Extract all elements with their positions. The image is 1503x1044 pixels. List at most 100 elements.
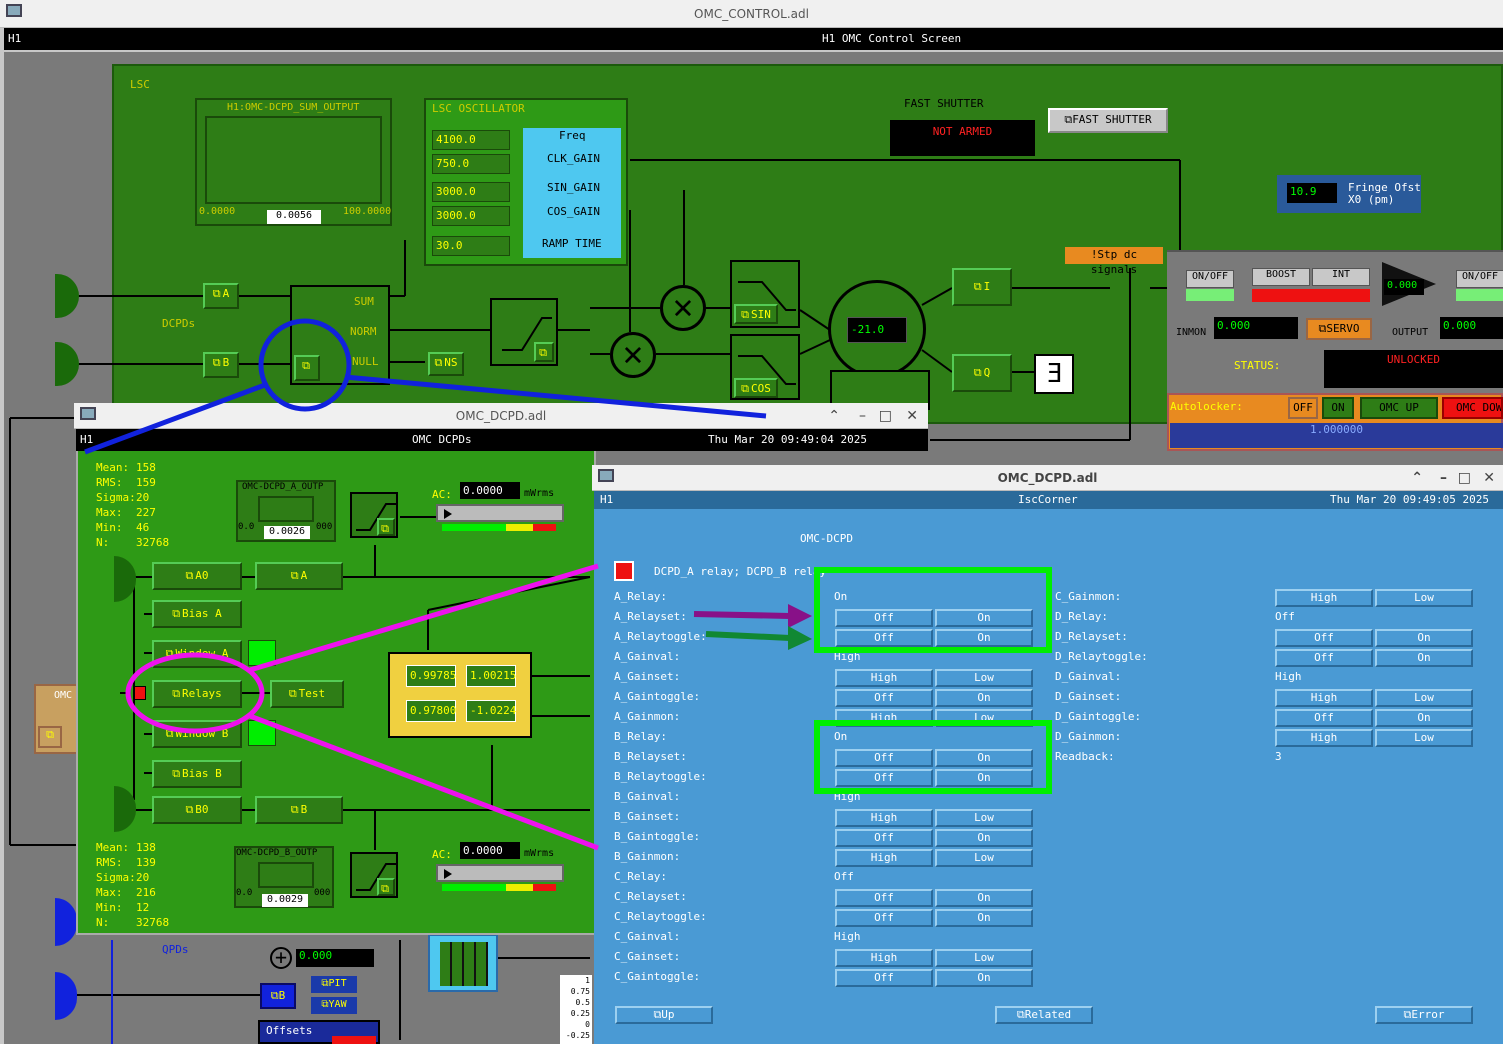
maximize-icon[interactable]: □ <box>878 408 892 424</box>
relay-row-button[interactable]: On <box>935 829 1033 847</box>
pit-button[interactable]: ⧉PIT <box>311 976 357 993</box>
test-button[interactable]: Test <box>270 680 344 708</box>
fast-shutter-button[interactable]: ⧉FAST SHUTTER <box>1048 108 1168 133</box>
minimize-icon[interactable]: – <box>859 408 866 424</box>
main-window-titlebar[interactable]: OMC_CONTROL.adl <box>0 0 1503 28</box>
osc-cosgain-input[interactable]: 3000.0 <box>432 206 510 226</box>
relay-row-button[interactable]: On <box>935 689 1033 707</box>
relay-row-button[interactable]: Off <box>835 749 933 767</box>
a-button[interactable]: A <box>255 562 343 590</box>
relay-row-button[interactable]: Low <box>935 849 1033 867</box>
related-button[interactable]: ⧉Related <box>995 1006 1093 1024</box>
boost-button[interactable]: BOOST <box>1252 268 1310 286</box>
relay-row-button[interactable]: Off <box>835 829 933 847</box>
a0-button[interactable]: A0 <box>152 562 242 590</box>
relay-row-button[interactable]: On <box>935 969 1033 987</box>
window-a-button[interactable]: Window A <box>152 640 242 668</box>
matrix-cell-22[interactable]: -1.0224 <box>466 700 516 722</box>
close-icon[interactable]: ✕ <box>1483 470 1495 486</box>
sin-button[interactable]: SIN <box>734 304 778 324</box>
q-button[interactable]: Q <box>952 354 1012 392</box>
relay-row-button[interactable]: On <box>935 889 1033 907</box>
ac-slider-b[interactable] <box>436 864 564 882</box>
relay-row-button[interactable]: Low <box>935 809 1033 827</box>
relay-row-button[interactable]: Off <box>835 629 933 647</box>
matrix-cell-12[interactable]: 1.00215 <box>466 665 516 687</box>
relay-row-button[interactable]: On <box>935 769 1033 787</box>
relay-row-button[interactable]: Off <box>835 909 933 927</box>
relays-button[interactable]: Relays <box>152 680 242 708</box>
fringe-offset-input[interactable]: 10.9 <box>1287 183 1337 203</box>
relay-row-button[interactable]: Low <box>1375 589 1473 607</box>
servo-button[interactable]: ⧉SERVO <box>1306 318 1372 340</box>
omc-drum-button[interactable]: ⧉ <box>38 726 62 748</box>
relay-row-button[interactable]: On <box>1375 709 1473 727</box>
relay-row-button[interactable]: Low <box>1375 729 1473 747</box>
relay-row-button[interactable]: Off <box>1275 629 1373 647</box>
ac-slider-a[interactable] <box>436 504 564 522</box>
autolocker-off-button[interactable]: OFF <box>1288 397 1318 419</box>
minimize-up-icon[interactable]: ⌃ <box>828 408 840 424</box>
relay-row-button[interactable]: Off <box>835 769 933 787</box>
osc-clkgain-input[interactable]: 750.0 <box>432 154 510 174</box>
relay-row-button[interactable]: On <box>1375 649 1473 667</box>
matrix-cell-21[interactable]: 0.97800 <box>406 700 456 722</box>
qpd-b-button[interactable]: ⧉B <box>260 983 296 1009</box>
filter-b-button[interactable] <box>377 878 395 896</box>
relay-row-button[interactable]: On <box>935 909 1033 927</box>
relay-row-button[interactable]: Low <box>935 669 1033 687</box>
close-icon[interactable]: ✕ <box>906 408 918 424</box>
relay-row-button[interactable]: Low <box>935 949 1033 967</box>
relay-row-button[interactable]: Off <box>835 689 933 707</box>
relay-row-button[interactable]: On <box>1375 629 1473 647</box>
relay-row-button[interactable]: Off <box>1275 709 1373 727</box>
phase-value[interactable]: -21.0 <box>847 317 907 343</box>
relay-row-button[interactable]: Low <box>935 709 1033 727</box>
b-button[interactable]: B <box>255 796 343 824</box>
servo-onoff-left-button[interactable]: ON/OFF <box>1186 270 1234 288</box>
dcpd-b-button[interactable]: B <box>203 352 239 378</box>
relay-row-button[interactable]: On <box>935 629 1033 647</box>
i-button[interactable]: I <box>952 268 1012 306</box>
relay-row-button[interactable]: High <box>835 849 933 867</box>
servo-onoff-right-button[interactable]: ON/OFF <box>1456 270 1503 288</box>
relay-row-button[interactable]: High <box>835 669 933 687</box>
relay-row-button[interactable]: Low <box>1375 689 1473 707</box>
relay-row-button[interactable]: On <box>935 749 1033 767</box>
relay-row-button[interactable]: Off <box>835 969 933 987</box>
relay-row-button[interactable]: On <box>935 609 1033 627</box>
omc-up-button[interactable]: OMC UP <box>1360 397 1438 419</box>
int-button[interactable]: INT <box>1312 268 1370 286</box>
relay-row-button[interactable]: Off <box>835 609 933 627</box>
osc-singain-input[interactable]: 3000.0 <box>432 182 510 202</box>
dcpd-a-button[interactable]: A <box>203 283 239 309</box>
relay-row-button[interactable]: High <box>1275 689 1373 707</box>
up-button[interactable]: ⧉Up <box>615 1006 713 1024</box>
osc-freq-input[interactable]: 4100.0 <box>432 130 510 150</box>
filter-a[interactable] <box>350 492 398 538</box>
yaw-button[interactable]: ⧉YAW <box>311 997 357 1014</box>
servo-gain-value[interactable]: 0.000 <box>1384 279 1424 295</box>
window-b-button[interactable]: Window B <box>152 720 242 748</box>
autolocker-on-button[interactable]: ON <box>1322 397 1354 419</box>
minimize-icon[interactable]: – <box>1440 470 1447 486</box>
filter-block-button[interactable] <box>534 342 554 362</box>
relay-row-button[interactable]: Off <box>835 889 933 907</box>
maximize-icon[interactable]: □ <box>1457 470 1471 486</box>
filter-a-button[interactable] <box>377 518 395 536</box>
matrix-cell-11[interactable]: 0.99785 <box>406 665 456 687</box>
relay-row-button[interactable]: High <box>835 809 933 827</box>
osc-ramptime-input[interactable]: 30.0 <box>432 236 510 256</box>
relay-row-button[interactable]: High <box>835 949 933 967</box>
relay-row-button[interactable]: High <box>835 709 933 727</box>
relay-window-titlebar[interactable]: OMC_DCPD.adl ⌃ – □ ✕ <box>592 465 1503 491</box>
error-button[interactable]: ⧉Error <box>1375 1006 1473 1024</box>
minimize-up-icon[interactable]: ⌃ <box>1411 470 1423 486</box>
relay-row-button[interactable]: Off <box>1275 649 1373 667</box>
b0-button[interactable]: B0 <box>152 796 242 824</box>
bias-b-button[interactable]: Bias B <box>152 760 242 788</box>
omc-down-button[interactable]: OMC DOWN <box>1442 397 1503 419</box>
bias-a-button[interactable]: Bias A <box>152 600 242 628</box>
relay-row-button[interactable]: High <box>1275 729 1373 747</box>
relay-row-button[interactable]: High <box>1275 589 1373 607</box>
